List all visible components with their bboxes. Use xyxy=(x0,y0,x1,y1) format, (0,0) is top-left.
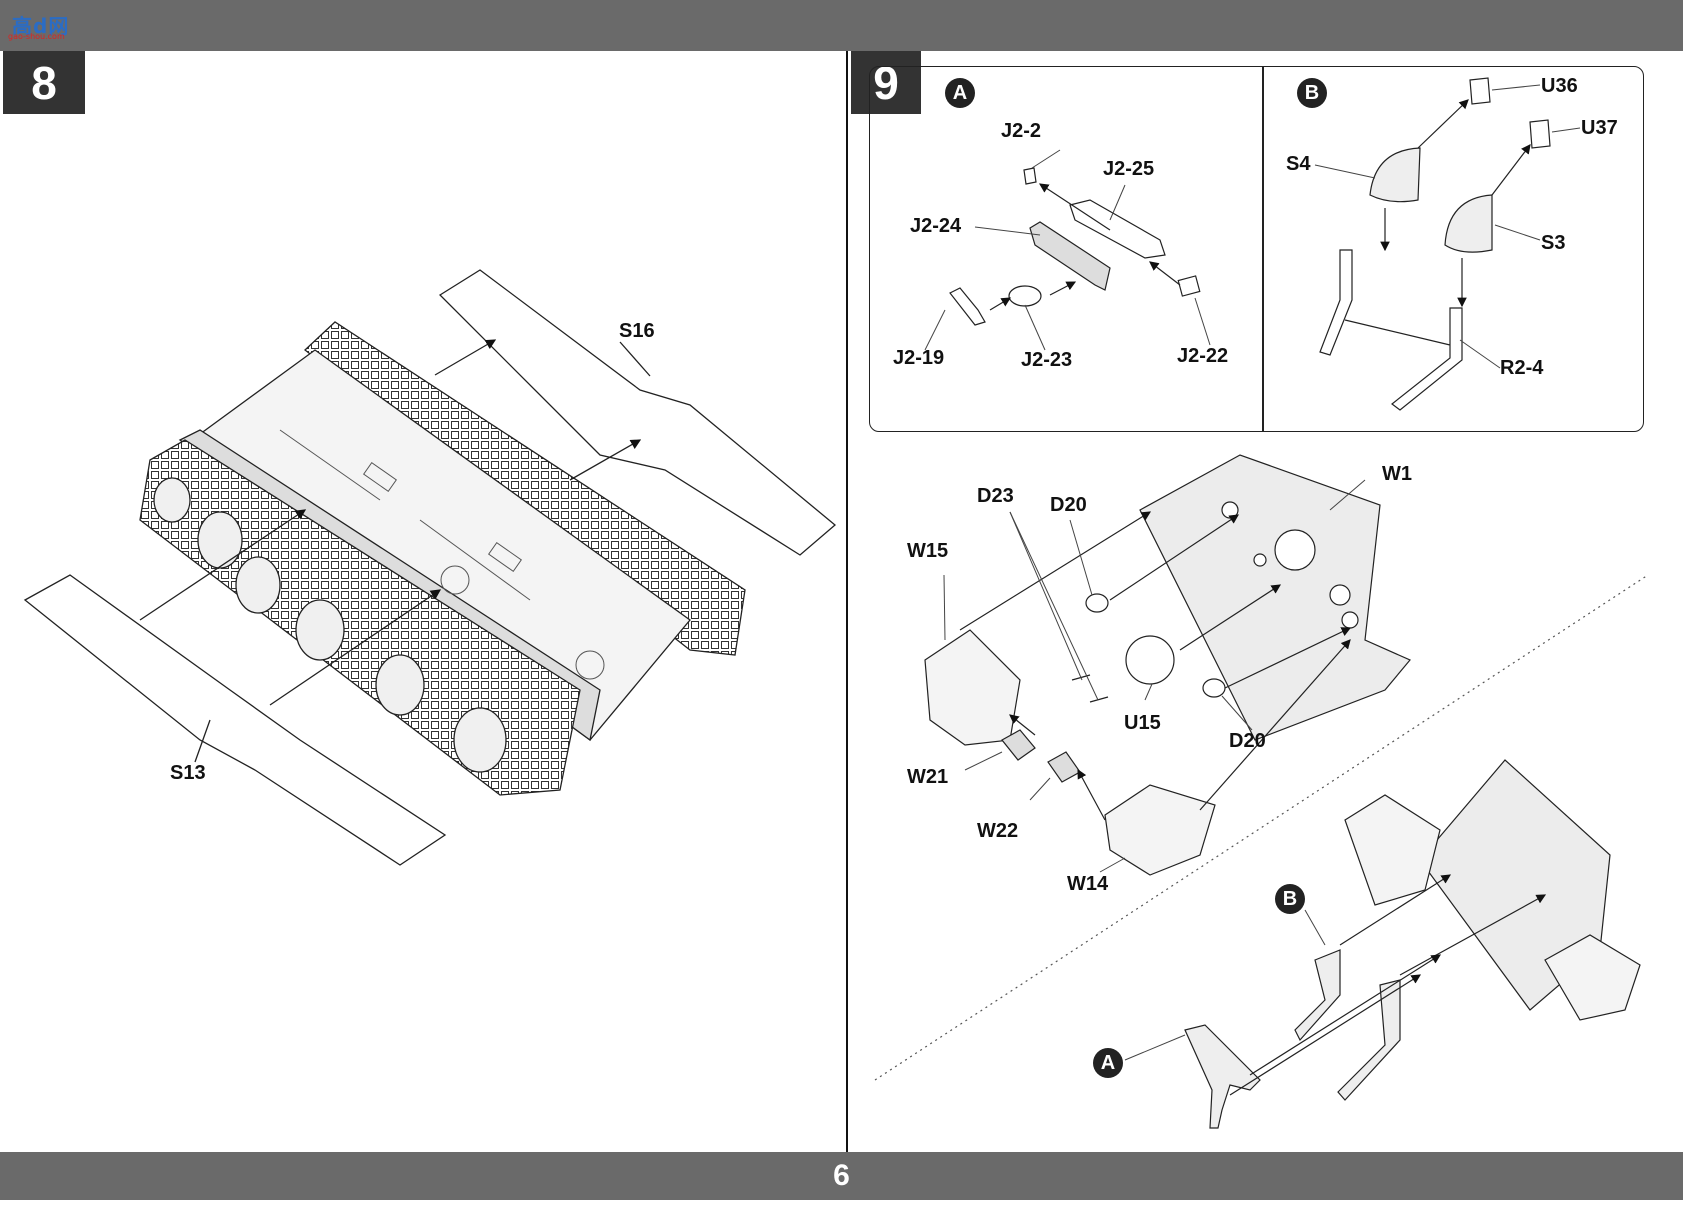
label-j2-25: J2-25 xyxy=(1103,158,1155,180)
floor-details xyxy=(279,429,605,680)
label-j2-22: J2-22 xyxy=(1177,345,1229,367)
step-9-subassembly-panel xyxy=(869,66,1644,432)
label-d20-bottom: D20 xyxy=(1229,730,1266,752)
label-s13: S13 xyxy=(170,762,206,784)
label-j2-19: J2-19 xyxy=(893,347,945,369)
step-9-badge: 9 xyxy=(851,51,921,114)
page-number: 6 xyxy=(833,1159,850,1192)
part-d20-bottom xyxy=(1202,678,1226,698)
step-8-hull-assembly xyxy=(23,269,837,866)
label-d20-top: D20 xyxy=(1050,494,1087,516)
label-s4: S4 xyxy=(1286,153,1311,175)
fender-s16 xyxy=(438,269,837,556)
part-w22 xyxy=(1047,751,1081,783)
page-divider xyxy=(846,51,848,1152)
subassembly-b-marker: B xyxy=(1297,78,1327,108)
label-w1: W1 xyxy=(1382,463,1412,485)
hull-side-plate xyxy=(178,429,601,742)
final-assembly-bracket xyxy=(1184,1024,1261,1129)
final-assembly-w14 xyxy=(1544,934,1641,1021)
label-w22: W22 xyxy=(977,820,1019,842)
part-d23-pins xyxy=(1071,674,1109,703)
subassembly-b-callout: B xyxy=(1275,884,1305,914)
watermark-logo: 高d网 gao-shou.com xyxy=(6,6,70,41)
label-w14: W14 xyxy=(1067,873,1109,895)
label-j2-24: J2-24 xyxy=(910,215,962,237)
label-w21: W21 xyxy=(907,766,949,788)
part-u15 xyxy=(1125,635,1175,685)
watermark-url: gao-shou.com xyxy=(8,32,65,41)
top-header-bar xyxy=(0,0,1683,51)
step-8-badge: 8 xyxy=(3,51,85,114)
near-track xyxy=(139,439,581,796)
subassembly-a-marker: A xyxy=(945,78,975,108)
label-r2-4: R2-4 xyxy=(1500,357,1544,379)
subassembly-a-callout: A xyxy=(1093,1048,1123,1078)
w1-holes xyxy=(1221,501,1359,629)
label-u36: U36 xyxy=(1541,75,1578,97)
far-track xyxy=(303,321,746,656)
bottom-footer-bar: 6 xyxy=(0,1152,1683,1200)
part-w1 xyxy=(1139,454,1411,741)
road-wheels xyxy=(153,477,507,773)
final-assembly-exhaust xyxy=(1294,949,1401,1101)
subassembly-divider xyxy=(1262,66,1264,432)
hull-floor xyxy=(183,349,691,741)
label-u15: U15 xyxy=(1124,712,1161,734)
label-s3: S3 xyxy=(1541,232,1566,254)
label-u37: U37 xyxy=(1581,117,1618,139)
final-assembly-w15 xyxy=(1344,794,1441,906)
label-j2-23: J2-23 xyxy=(1021,349,1073,371)
label-j2-2: J2-2 xyxy=(1001,120,1042,142)
part-w21 xyxy=(1001,729,1036,761)
fender-s13 xyxy=(23,574,447,866)
part-w14 xyxy=(1104,784,1216,876)
part-d20-top xyxy=(1085,593,1109,613)
final-assembly-w1 xyxy=(1419,759,1611,1011)
label-d23: D23 xyxy=(977,485,1014,507)
label-s16: S16 xyxy=(619,320,655,342)
label-w15: W15 xyxy=(907,540,949,562)
part-w15 xyxy=(924,629,1021,746)
step-9-main-assembly xyxy=(874,454,1649,1129)
watermark-text: 高d网 xyxy=(12,14,70,38)
